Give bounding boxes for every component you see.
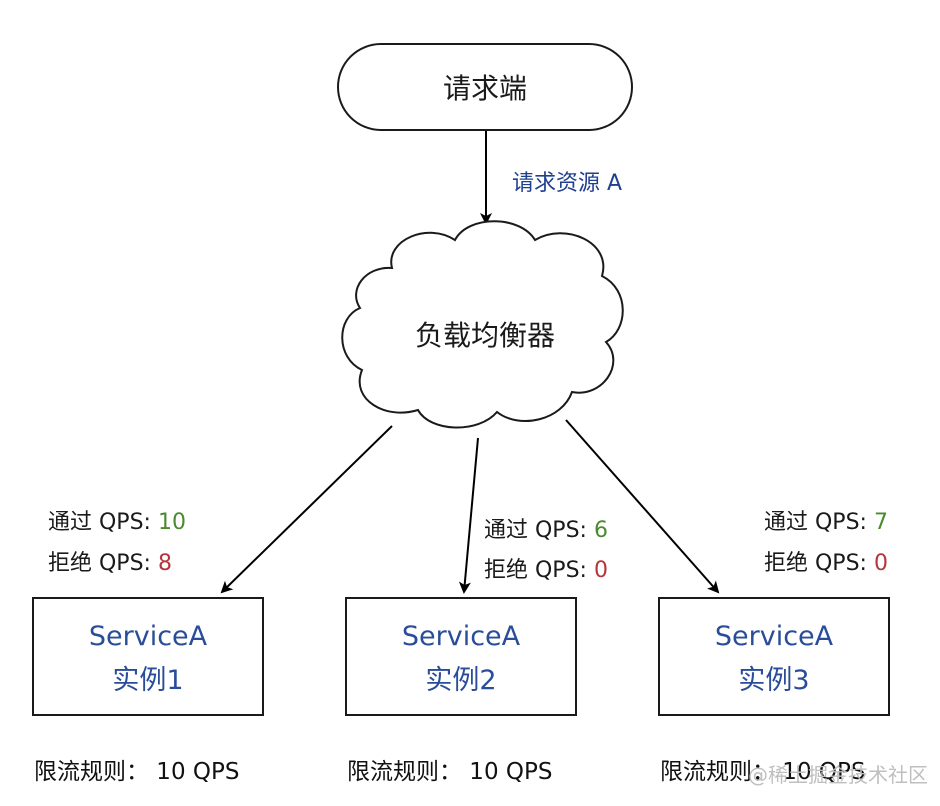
instance2-reject-value: 0 <box>594 558 608 583</box>
client-node-label: 请求端 <box>443 72 527 105</box>
lb-to-instance3-arrow <box>565 419 720 594</box>
instance3-box <box>658 597 890 716</box>
client-node: 请求端 <box>337 43 633 131</box>
instance2-pass-key: 通过 QPS: <box>484 518 594 543</box>
instance3-instance-label: 实例3 <box>738 665 809 696</box>
instance1-box <box>32 597 264 716</box>
instance1-instance-label: 实例1 <box>112 665 183 696</box>
load-balancer-label: 负载均衡器 <box>415 319 555 352</box>
instance1-reject-value: 8 <box>158 551 172 576</box>
instance2-service-label: ServiceA <box>402 621 521 652</box>
instance2-pass-value: 6 <box>594 518 608 543</box>
request-edge-label: 请求资源 A <box>512 171 622 196</box>
instance1-reject-key: 拒绝 QPS: <box>48 551 158 576</box>
instance2-group: 通过 QPS: 6 拒绝 QPS: 0 ServiceA 实例2 限流规则： 1… <box>345 518 608 785</box>
instance3-service-label: ServiceA <box>715 621 834 652</box>
instance1-pass-value: 10 <box>158 510 186 535</box>
instance1-group: 通过 QPS: 10 拒绝 QPS: 8 ServiceA 实例1 限流规则： … <box>32 510 264 785</box>
instance1-pass-key: 通过 QPS: <box>48 510 158 535</box>
instance1-rule: 限流规则： 10 QPS <box>34 759 239 785</box>
instance3-reject-stat: 拒绝 QPS: 0 <box>764 551 888 576</box>
instance2-instance-label: 实例2 <box>425 665 496 696</box>
instance2-rule: 限流规则： 10 QPS <box>347 759 552 785</box>
load-balancer-node: 负载均衡器 <box>341 220 624 429</box>
instance3-rule: 限流规则： 10 QPS <box>660 759 865 785</box>
instance3-group: 通过 QPS: 7 拒绝 QPS: 0 ServiceA 实例3 限流规则： 1… <box>658 510 890 785</box>
instance2-box <box>345 597 577 716</box>
load-balancer-cloud-shape <box>341 220 624 429</box>
instance3-pass-key: 通过 QPS: <box>764 510 874 535</box>
request-edge: 请求资源 A <box>480 131 622 225</box>
instance1-pass-stat: 通过 QPS: 10 <box>48 510 186 535</box>
lb-to-instance2-arrow <box>458 437 479 594</box>
instance3-pass-stat: 通过 QPS: 7 <box>764 510 888 535</box>
instance1-reject-stat: 拒绝 QPS: 8 <box>48 551 172 576</box>
instance3-pass-value: 7 <box>874 510 888 535</box>
instance3-reject-key: 拒绝 QPS: <box>764 551 874 576</box>
lb-to-instance1-arrow <box>220 425 393 594</box>
instance1-service-label: ServiceA <box>89 621 208 652</box>
instance2-reject-stat: 拒绝 QPS: 0 <box>484 558 608 583</box>
watermark: @稀土掘金技术社区 <box>748 763 928 787</box>
instance2-pass-stat: 通过 QPS: 6 <box>484 518 608 543</box>
instance2-reject-key: 拒绝 QPS: <box>484 558 594 583</box>
instance3-reject-value: 0 <box>874 551 888 576</box>
client-node-shape <box>337 43 633 131</box>
